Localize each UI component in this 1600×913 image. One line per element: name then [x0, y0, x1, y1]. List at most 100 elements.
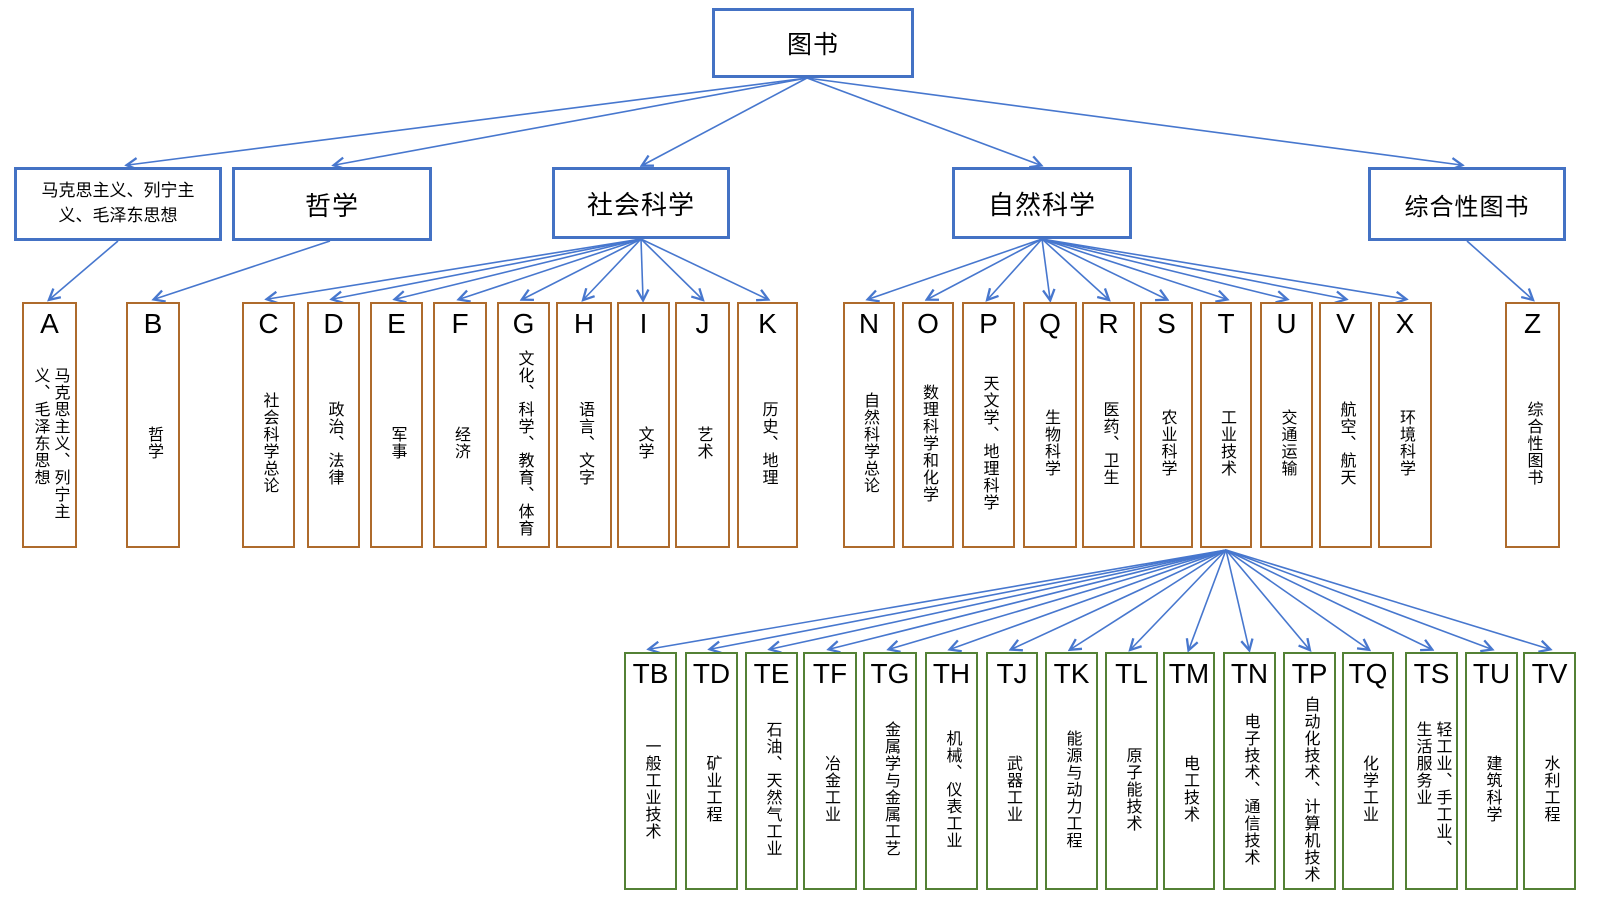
- category-F-body: 经济: [435, 340, 485, 546]
- category-T-body: 工业技术: [1202, 340, 1250, 546]
- category-B-name: 哲学: [145, 426, 162, 461]
- industry-TH-name: 机械、仪表工业: [943, 729, 961, 849]
- industry-TG-body: 金属学与金属工艺: [865, 690, 915, 888]
- category-D: D 政治、法律: [307, 302, 360, 548]
- node-social-science: 社会科学: [552, 167, 730, 239]
- category-I: I 文学: [617, 302, 670, 548]
- industry-TL-name: 原子能技术: [1123, 746, 1141, 832]
- industry-TK-body: 能源与动力工程: [1047, 690, 1096, 888]
- category-B-code: B: [143, 308, 163, 339]
- industry-TN: TN 电子技术、通信技术: [1223, 652, 1276, 890]
- category-U: U 交通运输: [1260, 302, 1313, 548]
- category-B-body: 哲学: [128, 340, 178, 546]
- node-comprehensive-label: 综合性图书: [1404, 193, 1530, 221]
- category-V-body: 航空、航天: [1321, 340, 1370, 546]
- industry-TH-code: TH: [932, 658, 971, 689]
- category-K: K 历史、地理: [737, 302, 798, 548]
- category-S: S 农业科学: [1140, 302, 1193, 548]
- industry-TJ-body: 武器工业: [988, 690, 1036, 888]
- category-V-code: V: [1336, 308, 1355, 339]
- category-Q-code: Q: [1039, 308, 1061, 339]
- industry-TP-name: 自动化技术、计算机技术: [1301, 695, 1319, 883]
- category-E-code: E: [387, 308, 406, 339]
- industry-TN-body: 电子技术、通信技术: [1225, 690, 1274, 888]
- node-natural-science-label: 自然科学: [987, 189, 1096, 220]
- industry-TS-code: TS: [1413, 658, 1450, 689]
- industry-TP: TP 自动化技术、计算机技术: [1283, 652, 1336, 890]
- category-G-name: 文化、科学、教育、体育: [515, 349, 533, 537]
- industry-TJ: TJ 武器工业: [986, 652, 1038, 890]
- node-books: 图书: [712, 8, 914, 78]
- category-O-body: 数理科学和化学: [904, 340, 952, 546]
- industry-TE-body: 石油、天然气工业: [747, 690, 796, 888]
- category-Q: Q 生物科学: [1023, 302, 1077, 548]
- category-C-body: 社会科学总论: [244, 340, 293, 546]
- category-A-body: 马克思主义、列宁主 义、毛泽东思想: [24, 340, 75, 546]
- industry-TV-body: 水利工程: [1525, 690, 1574, 888]
- category-H: H 语言、文字: [556, 302, 612, 548]
- industry-TB-name: 一般工业技术: [642, 738, 660, 841]
- category-H-code: H: [573, 308, 595, 339]
- node-philosophy: 哲学: [232, 167, 432, 241]
- category-I-name: 文学: [635, 426, 653, 461]
- node-social-science-label: 社会科学: [586, 189, 695, 220]
- edges-social-science: [268, 238, 767, 299]
- category-C-name: 社会科学总论: [260, 392, 278, 495]
- node-philosophy-label: 哲学: [304, 190, 359, 221]
- category-R-name: 医药、卫生: [1100, 400, 1118, 486]
- category-F: F 经济: [433, 302, 487, 548]
- industry-TK-code: TK: [1053, 658, 1090, 689]
- category-Z-name: 综合性图书: [1524, 400, 1542, 486]
- industry-TH-body: 机械、仪表工业: [927, 690, 976, 888]
- edges-philosophy-to-B: [155, 240, 331, 299]
- category-N-name: 自然科学总论: [861, 392, 878, 495]
- industry-TJ-name: 武器工业: [1004, 755, 1021, 824]
- industry-TD-body: 矿业工程: [687, 690, 736, 888]
- category-S-name: 农业科学: [1158, 409, 1176, 478]
- industry-TM-name: 电工技术: [1181, 755, 1198, 824]
- industry-TS-name: 轻工业、手工业、 生活服务业: [1413, 721, 1451, 858]
- category-K-body: 历史、地理: [739, 340, 796, 546]
- category-G-code: G: [512, 308, 535, 339]
- node-comprehensive: 综合性图书: [1368, 167, 1566, 241]
- industry-TK: TK 能源与动力工程: [1045, 652, 1098, 890]
- industry-TK-name: 能源与动力工程: [1063, 729, 1081, 849]
- category-F-name: 经济: [452, 426, 469, 461]
- industry-TE-code: TE: [753, 658, 790, 689]
- industry-TB: TB 一般工业技术: [624, 652, 677, 890]
- node-natural-science: 自然科学: [952, 167, 1132, 239]
- industry-TF-body: 冶金工业: [805, 690, 855, 888]
- category-C-code: C: [258, 308, 279, 339]
- category-Q-name: 生物科学: [1042, 409, 1059, 478]
- category-T: T 工业技术: [1200, 302, 1252, 548]
- category-Q-body: 生物科学: [1025, 340, 1075, 546]
- category-V: V 航空、航天: [1319, 302, 1372, 548]
- industry-TD-name: 矿业工程: [703, 755, 721, 824]
- industry-TL-code: TL: [1115, 658, 1148, 689]
- category-J-code: J: [695, 308, 710, 339]
- industry-TB-body: 一般工业技术: [626, 690, 675, 888]
- category-Z: Z 综合性图书: [1505, 302, 1560, 548]
- category-V-name: 航空、航天: [1337, 400, 1355, 486]
- industry-TF-name: 冶金工业: [822, 755, 839, 824]
- category-K-name: 历史、地理: [759, 400, 777, 486]
- category-B: B 哲学: [126, 302, 180, 548]
- category-O-name: 数理科学和化学: [920, 383, 937, 503]
- category-D-body: 政治、法律: [309, 340, 358, 546]
- category-G: G 文化、科学、教育、体育: [497, 302, 550, 548]
- industry-TV: TV 水利工程: [1523, 652, 1576, 890]
- industry-TP-code: TP: [1291, 658, 1328, 689]
- category-E-name: 军事: [388, 426, 406, 461]
- category-Z-body: 综合性图书: [1507, 340, 1558, 546]
- industry-TL: TL 原子能技术: [1105, 652, 1158, 890]
- category-R-code: R: [1098, 308, 1119, 339]
- industry-TV-code: TV: [1531, 658, 1568, 689]
- edges-natural-science: [869, 238, 1405, 299]
- industry-TD-code: TD: [692, 658, 731, 689]
- category-X-body: 环境科学: [1380, 340, 1430, 546]
- category-X-code: X: [1395, 308, 1415, 339]
- industry-TE: TE 石油、天然气工业: [745, 652, 798, 890]
- category-J-body: 艺术: [677, 340, 728, 546]
- category-F-code: F: [451, 308, 469, 339]
